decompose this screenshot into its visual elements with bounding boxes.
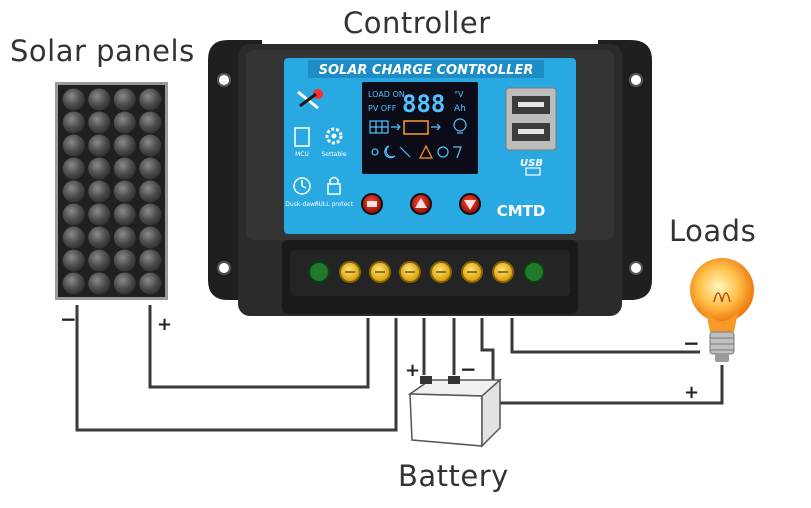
- lcd-unit-volts: °V: [454, 90, 464, 99]
- solar-cell: [88, 134, 111, 157]
- battery-plus-post: [420, 376, 432, 384]
- solar-panel: [55, 82, 168, 300]
- load-minus-wire: [510, 318, 700, 354]
- solar-cell: [88, 249, 111, 272]
- solar-cell: [139, 157, 162, 180]
- settable-gear-icon: Settable: [321, 127, 347, 158]
- load-minus-sign: −: [683, 331, 700, 355]
- mcu-icon: MCU: [294, 127, 310, 158]
- solar-cell: [139, 180, 162, 203]
- terminal-end-cap: [523, 261, 545, 283]
- down-arrow-icon: [464, 200, 476, 210]
- lcd-digits: 888: [402, 90, 445, 118]
- solar-cell: [62, 157, 85, 180]
- wires: [75, 305, 724, 432]
- solar-cell: [139, 272, 162, 295]
- dusk-dawn-caption: Dusk-dawn: [285, 201, 319, 208]
- battery-plus-sign: +: [405, 360, 420, 381]
- solar-cell: [88, 111, 111, 134]
- battery-minus-sign: −: [460, 357, 477, 381]
- lcd-arrow-icon: [391, 123, 401, 131]
- mount-hole-top-right: [629, 73, 643, 87]
- solar-cell: [62, 88, 85, 111]
- battery-label: Battery: [398, 459, 509, 493]
- light-bulb: [690, 258, 754, 362]
- solar-minus-wire: [75, 305, 398, 432]
- solar-cell: [139, 88, 162, 111]
- settable-caption: Settable: [321, 151, 346, 158]
- battery: [407, 376, 502, 448]
- solar-cell: [139, 111, 162, 134]
- terminal-block: [308, 261, 545, 283]
- solar-cell: [113, 180, 136, 203]
- controller-banner: SOLAR CHARGE CONTROLLER: [319, 63, 534, 78]
- terminal-end-cap: [308, 261, 330, 283]
- load-plus-wire: [480, 318, 724, 405]
- solar-cell: [139, 226, 162, 249]
- mount-hole-bottom-right: [629, 261, 643, 275]
- solar-cell: [113, 249, 136, 272]
- battery-minus-post: [448, 376, 460, 384]
- solar-cell: [62, 180, 85, 203]
- lcd-pv-off: PV OFF: [368, 104, 397, 113]
- lcd-unit-ah: Ah: [454, 104, 466, 114]
- solar-plus-sign: +: [157, 314, 172, 335]
- solar-cell: [62, 203, 85, 226]
- usb-label: USB: [520, 158, 543, 169]
- controller-face: SOLAR CHARGE CONTROLLER MCU Settable Dus…: [284, 58, 576, 234]
- dusk-dawn-clock-icon: Dusk-dawn: [285, 177, 319, 208]
- mcu-caption: MCU: [295, 151, 309, 158]
- solar-plus-wire: [148, 305, 370, 389]
- solar-cell: [139, 203, 162, 226]
- lcd-display: LOAD ON PV OFF 888 °V Ah: [362, 82, 478, 174]
- up-arrow-icon: [415, 198, 427, 208]
- solar-cell: [113, 134, 136, 157]
- loads-label: Loads: [669, 214, 757, 248]
- solar-cell: [88, 203, 111, 226]
- solar-cell: [113, 272, 136, 295]
- solar-cell: [113, 203, 136, 226]
- tools-icon: [297, 89, 323, 110]
- solar-cell: [62, 249, 85, 272]
- solar-cells: [62, 88, 162, 295]
- lcd-load-on: LOAD ON: [368, 90, 405, 99]
- solar-cell: [88, 180, 111, 203]
- lcd-panel-icon: [369, 120, 389, 134]
- solar-panels-label: Solar panels: [10, 34, 195, 68]
- controller-label: Controller: [343, 6, 491, 40]
- solar-cell: [113, 88, 136, 111]
- bulb-base: [709, 331, 735, 355]
- solar-minus-sign: −: [60, 307, 77, 331]
- solar-cell: [62, 134, 85, 157]
- solar-cell: [113, 157, 136, 180]
- menu-button-glyph: [367, 201, 377, 207]
- solar-cell: [88, 88, 111, 111]
- usb-icon: USB: [520, 158, 543, 176]
- solar-cell: [62, 226, 85, 249]
- lcd-arrow2-icon: [431, 123, 441, 131]
- solar-cell: [88, 157, 111, 180]
- mount-hole-top-left: [217, 73, 231, 87]
- solar-cell: [113, 111, 136, 134]
- lcd-status-icons: [371, 144, 462, 159]
- lcd-bulb-icon: [453, 118, 467, 134]
- lcd-battery-icon: [403, 120, 429, 135]
- solar-cell: [139, 134, 162, 157]
- full-protect-lock-icon: FULL protect: [315, 176, 354, 208]
- load-plus-sign: +: [684, 382, 699, 403]
- solar-cell: [113, 226, 136, 249]
- solar-cell: [139, 249, 162, 272]
- solar-cell: [88, 226, 111, 249]
- solar-cell: [62, 111, 85, 134]
- solar-cell: [88, 272, 111, 295]
- full-protect-caption: FULL protect: [315, 201, 354, 208]
- model-name: CMTD: [497, 202, 546, 220]
- mount-hole-bottom-left: [217, 261, 231, 275]
- usb-ports: [505, 87, 557, 151]
- solar-cell: [62, 272, 85, 295]
